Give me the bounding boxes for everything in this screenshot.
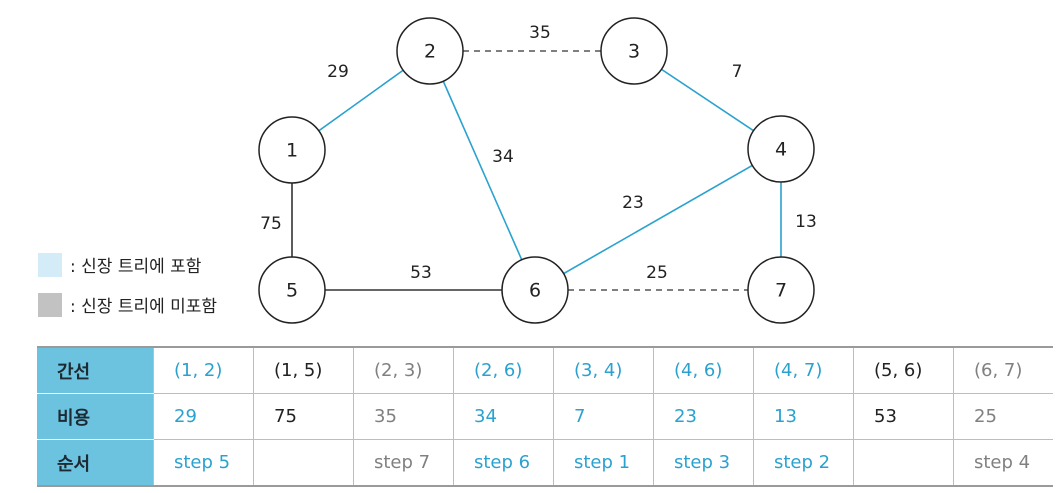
cell-order-7 bbox=[853, 439, 954, 487]
node-label-1: 1 bbox=[286, 140, 298, 162]
node-6 bbox=[501, 256, 569, 324]
cell-cost-5: 23 bbox=[653, 393, 754, 440]
cell-order-4: step 1 bbox=[553, 439, 654, 487]
cell-edge-0: (1, 2) bbox=[153, 346, 254, 394]
node-1 bbox=[258, 116, 326, 184]
edge-weight-4-7: 13 bbox=[795, 212, 817, 232]
cell-edge-7: (5, 6) bbox=[853, 346, 954, 394]
legend-excluded-swatch bbox=[38, 292, 62, 317]
legend-included-label: : 신장 트리에 포함 bbox=[70, 257, 202, 277]
cell-order-6: step 2 bbox=[753, 439, 854, 487]
edge-weight-1-2: 29 bbox=[327, 62, 349, 82]
legend-included: : 신장 트리에 포함 bbox=[38, 252, 201, 277]
cell-order-1 bbox=[253, 439, 354, 487]
cell-edge-3: (2, 6) bbox=[453, 346, 554, 394]
cell-edge-4: (3, 4) bbox=[553, 346, 654, 394]
cell-edge-5: (4, 6) bbox=[653, 346, 754, 394]
edge-weight-5-6: 53 bbox=[410, 263, 432, 283]
cell-cost-6: 13 bbox=[753, 393, 854, 440]
node-5 bbox=[258, 256, 326, 324]
node-7 bbox=[747, 256, 815, 324]
table-row-cost: 비용 29 75 35 34 7 23 13 53 25 bbox=[37, 393, 1053, 440]
node-label-2: 2 bbox=[424, 41, 436, 63]
header-cost: 비용 bbox=[37, 393, 154, 440]
cell-cost-0: 29 bbox=[153, 393, 254, 440]
table-row-edge: 간선 (1, 2) (1, 5) (2, 3) (2, 6) (3, 4) (4… bbox=[37, 346, 1053, 394]
cell-order-5: step 3 bbox=[653, 439, 754, 487]
node-2 bbox=[396, 17, 464, 85]
cell-cost-1: 75 bbox=[253, 393, 354, 440]
cell-order-3: step 6 bbox=[453, 439, 554, 487]
cell-edge-6: (4, 7) bbox=[753, 346, 854, 394]
table-row-order: 순서 step 5 step 7 step 6 step 1 step 3 st… bbox=[37, 439, 1053, 487]
cell-cost-3: 34 bbox=[453, 393, 554, 440]
cell-cost-8: 25 bbox=[953, 393, 1053, 440]
legend-excluded: : 신장 트리에 미포함 bbox=[38, 292, 217, 317]
cell-cost-4: 7 bbox=[553, 393, 654, 440]
edge-2-6 bbox=[429, 50, 536, 291]
edge-weight-6-7: 25 bbox=[646, 263, 668, 283]
node-label-4: 4 bbox=[775, 139, 787, 161]
edge-weight-3-4: 7 bbox=[732, 62, 743, 82]
node-label-3: 3 bbox=[628, 41, 640, 63]
edge-table: 간선 (1, 2) (1, 5) (2, 3) (2, 6) (3, 4) (4… bbox=[37, 346, 1053, 487]
cell-cost-7: 53 bbox=[853, 393, 954, 440]
cell-order-2: step 7 bbox=[353, 439, 454, 487]
cell-edge-8: (6, 7) bbox=[953, 346, 1053, 394]
cell-cost-2: 35 bbox=[353, 393, 454, 440]
node-3 bbox=[600, 17, 668, 85]
edge-weight-2-3: 35 bbox=[529, 23, 551, 43]
node-label-5: 5 bbox=[286, 280, 298, 302]
edge-weight-2-6: 34 bbox=[492, 147, 514, 167]
legend-included-swatch bbox=[38, 252, 62, 277]
header-order: 순서 bbox=[37, 439, 154, 487]
cell-order-0: step 5 bbox=[153, 439, 254, 487]
edge-weight-1-5: 75 bbox=[260, 214, 282, 234]
cell-edge-2: (2, 3) bbox=[353, 346, 454, 394]
cell-order-8: step 4 bbox=[953, 439, 1053, 487]
edge-4-6 bbox=[534, 148, 782, 291]
node-4 bbox=[747, 115, 815, 183]
cell-edge-1: (1, 5) bbox=[253, 346, 354, 394]
edge-weight-4-6: 23 bbox=[622, 193, 644, 213]
legend-excluded-label: : 신장 트리에 미포함 bbox=[70, 297, 218, 317]
node-label-7: 7 bbox=[775, 280, 787, 302]
header-edge: 간선 bbox=[37, 346, 154, 394]
node-label-6: 6 bbox=[529, 280, 541, 302]
